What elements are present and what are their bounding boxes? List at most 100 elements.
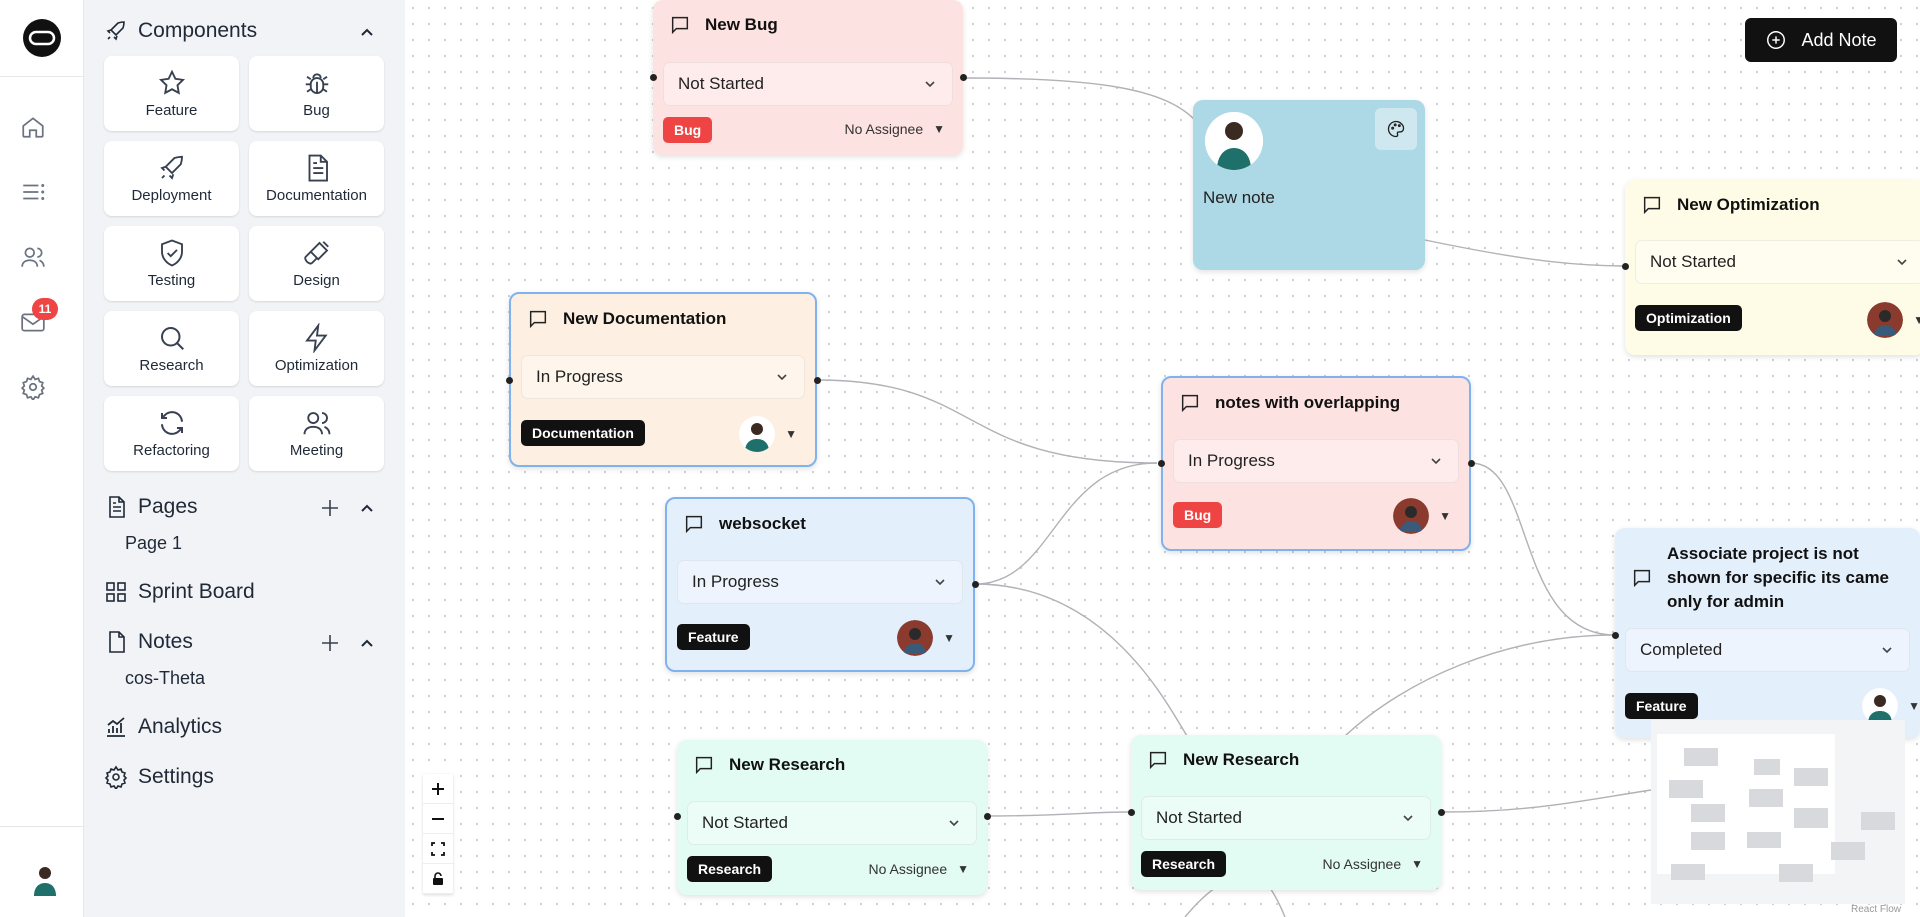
component-feature[interactable]: Feature: [104, 56, 239, 131]
list-icon[interactable]: [20, 179, 46, 205]
component-bug[interactable]: Bug: [249, 56, 384, 131]
handle-dot[interactable]: [960, 74, 967, 81]
component-refactoring[interactable]: Refactoring: [104, 396, 239, 471]
task-node-new-documentation[interactable]: New Documentation In Progress Documentat…: [509, 292, 817, 467]
handle-dot[interactable]: [984, 813, 991, 820]
react-flow-attribution[interactable]: React Flow: [1851, 904, 1902, 915]
app-logo-icon[interactable]: [22, 18, 62, 58]
paintbrush-icon: [303, 241, 329, 265]
fit-view-button[interactable]: [423, 834, 453, 864]
assignee-select[interactable]: ▼: [1862, 688, 1920, 724]
sticky-note[interactable]: New note: [1193, 100, 1425, 270]
task-node-websocket[interactable]: websocket In Progress Feature ▼: [665, 497, 975, 672]
component-meeting[interactable]: Meeting: [249, 396, 384, 471]
lock-button[interactable]: [423, 864, 453, 894]
page-item[interactable]: Page 1: [125, 533, 183, 553]
chevron-up-icon[interactable]: [357, 498, 377, 518]
minimap-node: [1669, 780, 1703, 798]
add-note-icon[interactable]: [319, 632, 341, 654]
components-header[interactable]: Components: [104, 19, 257, 43]
document-icon: [308, 154, 328, 182]
type-tag: Feature: [1625, 693, 1698, 719]
notes-header[interactable]: Notes: [104, 630, 193, 654]
analytics-label: Analytics: [138, 715, 223, 738]
note-item[interactable]: cos-Theta: [125, 668, 206, 688]
handle-dot[interactable]: [1468, 460, 1475, 467]
handle-dot[interactable]: [1128, 809, 1135, 816]
palette-button[interactable]: [1375, 108, 1417, 150]
minimap-node: [1749, 789, 1783, 807]
sprint-board-link[interactable]: Sprint Board: [104, 580, 255, 604]
status-select[interactable]: In Progress: [1173, 439, 1459, 483]
task-node-new-bug[interactable]: New Bug Not Started Bug No Assignee▼: [653, 0, 963, 155]
lock-icon: [433, 871, 443, 885]
palette-icon: [1387, 120, 1405, 138]
triangle-down-icon: ▼: [933, 122, 945, 136]
user-avatar[interactable]: [28, 862, 62, 896]
status-value: Not Started: [1156, 808, 1242, 827]
handle-dot[interactable]: [972, 581, 979, 588]
flow-canvas[interactable]: New Bug Not Started Bug No Assignee▼ New…: [405, 0, 1920, 917]
status-select[interactable]: Not Started: [663, 62, 953, 106]
status-select[interactable]: Completed: [1625, 628, 1910, 672]
message-square-icon: [695, 756, 713, 775]
settings-icon[interactable]: [20, 374, 46, 402]
handle-dot[interactable]: [1158, 460, 1165, 467]
component-testing[interactable]: Testing: [104, 226, 239, 301]
handle-dot[interactable]: [650, 74, 657, 81]
zoom-in-button[interactable]: [423, 774, 453, 804]
edges-layer: [816, 77, 1652, 917]
task-node-associate-project[interactable]: Associate project is not shown for speci…: [1615, 528, 1920, 738]
minimap[interactable]: [1651, 720, 1905, 904]
message-square-icon: [685, 515, 703, 534]
zoom-controls: [423, 774, 453, 894]
status-select[interactable]: Not Started: [687, 801, 977, 845]
task-node-new-optimization[interactable]: New Optimization Not Started Optimizatio…: [1625, 180, 1920, 355]
handle-dot[interactable]: [1622, 263, 1629, 270]
assignee-select[interactable]: No Assignee▼: [869, 861, 970, 877]
component-research[interactable]: Research: [104, 311, 239, 386]
users-icon: [303, 412, 330, 435]
assignee-select[interactable]: No Assignee▼: [845, 121, 946, 137]
status-select[interactable]: Not Started: [1635, 240, 1920, 284]
home-icon[interactable]: [20, 114, 46, 140]
add-page-icon[interactable]: [319, 497, 341, 519]
assignee-select[interactable]: ▼: [1393, 498, 1451, 534]
handle-dot[interactable]: [506, 377, 513, 384]
handle-dot[interactable]: [674, 813, 681, 820]
zoom-out-button[interactable]: [423, 804, 453, 834]
task-node-notes-with-overlapping[interactable]: notes with overlapping In Progress Bug ▼: [1161, 376, 1471, 551]
assignee-select[interactable]: ▼: [1867, 302, 1920, 338]
assignee-select[interactable]: ▼: [739, 416, 797, 452]
minus-icon: [432, 817, 444, 820]
handle-dot[interactable]: [1438, 809, 1445, 816]
settings-link[interactable]: Settings: [104, 765, 214, 789]
component-label: Testing: [147, 272, 196, 289]
users-icon[interactable]: [20, 244, 46, 270]
chevron-up-icon[interactable]: [357, 633, 377, 653]
pages-header[interactable]: Pages: [104, 495, 198, 519]
edge: [974, 462, 1158, 585]
status-select[interactable]: In Progress: [521, 355, 805, 399]
assignee-select[interactable]: No Assignee▼: [1323, 856, 1424, 872]
component-design[interactable]: Design: [249, 226, 384, 301]
node-title: New Research: [729, 755, 846, 774]
chevron-up-icon[interactable]: [357, 22, 377, 42]
assignee-select[interactable]: ▼: [897, 620, 955, 656]
handle-dot[interactable]: [814, 377, 821, 384]
task-node-new-research[interactable]: New Research Not Started Research No Ass…: [1131, 735, 1441, 890]
task-node-new-research[interactable]: New Research Not Started Research No Ass…: [677, 740, 987, 895]
component-label: Meeting: [289, 442, 344, 459]
handle-dot[interactable]: [1612, 632, 1619, 639]
settings-icon: [104, 765, 128, 789]
analytics-link[interactable]: Analytics: [104, 715, 222, 739]
component-documentation[interactable]: Documentation: [249, 141, 384, 216]
status-select[interactable]: Not Started: [1141, 796, 1431, 840]
status-select[interactable]: In Progress: [677, 560, 963, 604]
component-deployment[interactable]: Deployment: [104, 141, 239, 216]
add-note-button[interactable]: Add Note: [1745, 18, 1897, 62]
plus-circle-icon: [1767, 31, 1786, 49]
chevron-down-icon: [777, 374, 787, 381]
star-icon: [158, 69, 185, 95]
component-optimization[interactable]: Optimization: [249, 311, 384, 386]
